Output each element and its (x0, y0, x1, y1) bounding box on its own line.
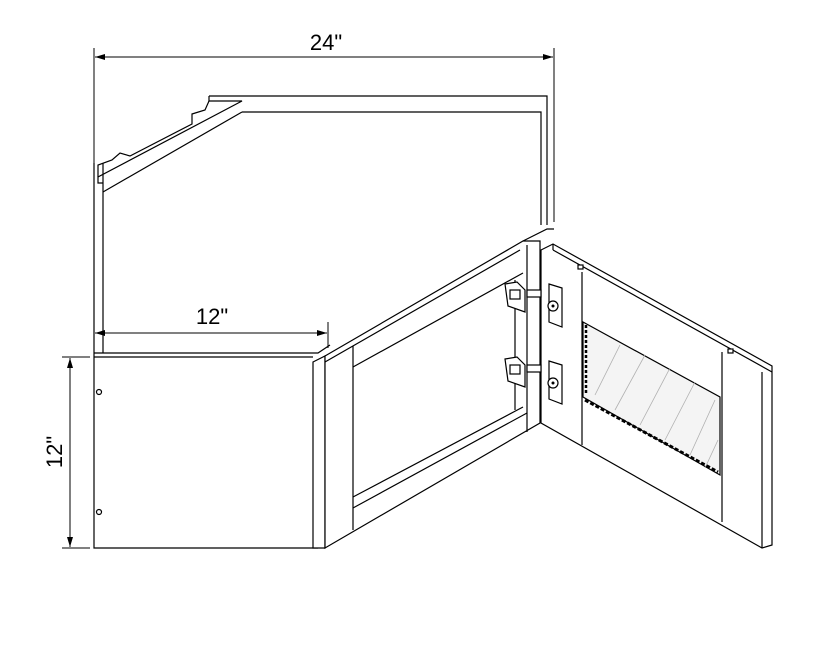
hinge-top (504, 281, 563, 328)
dimension-12-height: 12" (42, 356, 90, 549)
dimension-12-height-label: 12" (42, 436, 67, 468)
left-side-panel (93, 163, 331, 549)
hinge-bottom (504, 356, 563, 405)
dimension-12-depth-label: 12" (196, 304, 228, 329)
cabinet-top-back (97, 95, 548, 225)
glass-panel (582, 320, 721, 477)
shelf-pin-notch (727, 348, 734, 354)
dimension-12-depth: 12" (95, 304, 329, 348)
dimension-24-label: 24" (310, 30, 342, 55)
glass-hatch (594, 344, 719, 469)
shelf-pin-notch (577, 264, 584, 270)
diagonal-face-frame (312, 228, 554, 550)
open-glass-door[interactable] (540, 243, 773, 549)
screw-hole (95, 388, 103, 396)
screw-hole (95, 508, 103, 516)
